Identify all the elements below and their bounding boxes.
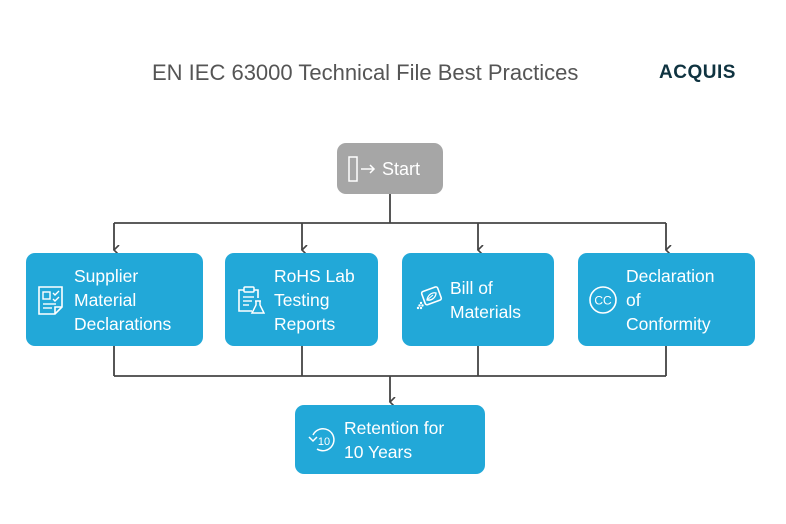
node-label: Declaration of Conformity: [626, 264, 715, 336]
label-line: Reports: [274, 313, 336, 334]
bill-of-materials-node[interactable]: Bill of Materials: [402, 253, 554, 346]
declaration-of-conformity-node[interactable]: CC Declaration of Conformity: [578, 253, 755, 346]
leaf-tag-icon: [413, 284, 445, 316]
node-label: Retention for 10 Years: [344, 416, 444, 464]
label-line: Declaration: [626, 265, 715, 286]
node-label: Bill of Materials: [450, 276, 521, 324]
label-line: Material: [74, 289, 137, 310]
history-10-icon: 10: [307, 425, 337, 455]
retention-node[interactable]: 10 Retention for 10 Years: [295, 405, 485, 474]
label-line: RoHS Lab: [274, 265, 355, 286]
enter-arrow-icon: [347, 154, 377, 184]
label-line: Supplier: [74, 265, 139, 286]
svg-text:10: 10: [318, 436, 330, 448]
label-line: of: [626, 289, 641, 310]
supplier-material-declarations-node[interactable]: Supplier Material Declarations: [26, 253, 203, 346]
node-label: Supplier Material Declarations: [74, 264, 171, 336]
ce-mark-icon: CC: [587, 284, 619, 316]
label-line: Conformity: [626, 313, 711, 334]
rohs-lab-testing-reports-node[interactable]: RoHS Lab Testing Reports: [225, 253, 378, 346]
label-line: 10 Years: [344, 441, 413, 462]
page-title: EN IEC 63000 Technical File Best Practic…: [152, 60, 579, 85]
label-line: Bill of: [450, 277, 493, 298]
label-line: Retention for: [344, 417, 445, 438]
acquis-logo: ACQUIS: [659, 62, 736, 83]
node-label: RoHS Lab Testing Reports: [274, 264, 355, 336]
document-checklist-icon: [35, 284, 67, 316]
label-line: Materials: [450, 301, 521, 322]
start-node[interactable]: Start: [337, 143, 443, 194]
clipboard-flask-icon: [234, 284, 266, 316]
svg-text:CC: CC: [594, 293, 612, 307]
start-label: Start: [382, 158, 421, 179]
label-line: Declarations: [74, 313, 172, 334]
label-line: Testing: [274, 289, 330, 310]
